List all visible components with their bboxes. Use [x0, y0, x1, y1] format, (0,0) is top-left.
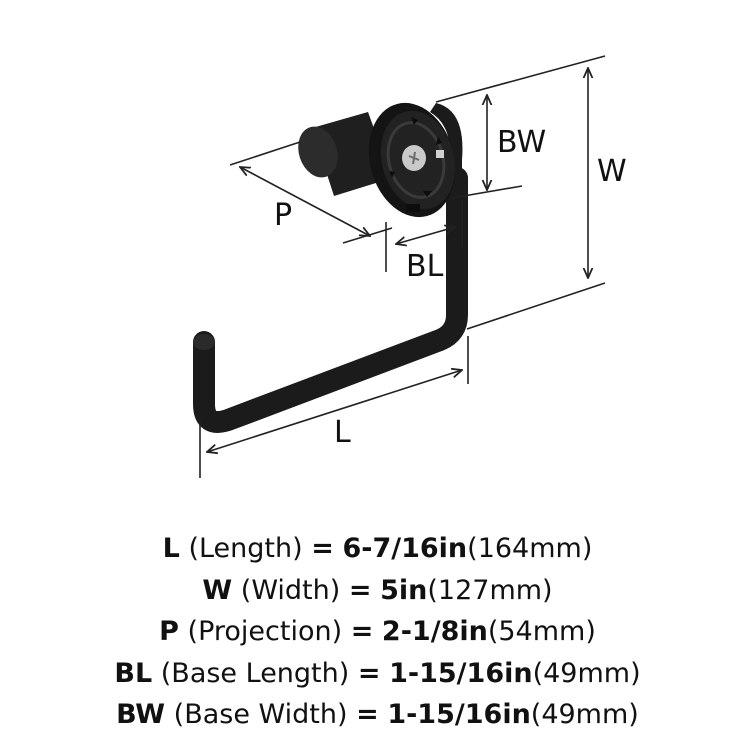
spec-metric: (164mm)	[467, 533, 593, 564]
arm-end-cap	[193, 334, 215, 350]
spec-imperial: 1-15/16in	[387, 699, 531, 730]
spec-imperial: 1-15/16in	[389, 657, 533, 689]
spec-equals: =	[348, 574, 372, 606]
label-w: W	[597, 154, 627, 189]
spec-row-projection: P (Projection) = 2-1/8in(54mm)	[0, 611, 755, 653]
spec-row-length: L (Length) = 6-7/16in(164mm)	[0, 528, 755, 570]
dimension-lines	[199, 55, 606, 478]
spec-metric: (49mm)	[532, 657, 641, 689]
spec-row-width: W (Width) = 5in(127mm)	[0, 570, 755, 612]
spec-metric: (49mm)	[530, 699, 639, 730]
label-l: L	[334, 415, 351, 450]
spec-name: (Base Length)	[160, 657, 350, 689]
spec-code: BW	[116, 699, 166, 730]
spec-name: (Base Width)	[173, 699, 348, 730]
spec-code: W	[202, 574, 233, 606]
spec-code: P	[159, 616, 179, 647]
spec-metric: (127mm)	[427, 574, 553, 606]
spec-imperial: 5in	[380, 574, 428, 606]
spec-imperial: 2-1/8in	[381, 616, 488, 647]
spec-equals: =	[356, 699, 379, 730]
spec-name: (Projection)	[187, 616, 343, 647]
product-dimension-diagram: BW W P BL L	[193, 55, 627, 478]
spec-equals: =	[350, 616, 374, 647]
bl-dimension-line	[396, 227, 455, 244]
label-p: P	[274, 198, 292, 233]
spec-code: BL	[114, 657, 153, 689]
mounting-base	[368, 102, 456, 218]
l-dimension-line	[207, 370, 462, 452]
spec-name: (Width)	[240, 574, 341, 606]
label-bw: BW	[497, 125, 546, 160]
spec-metric: (54mm)	[487, 616, 596, 647]
spec-row-base-width: BW (Base Width) = 1-15/16in(49mm)	[0, 694, 755, 736]
spec-row-base-length: BL (Base Length) = 1-15/16in(49mm)	[0, 653, 755, 695]
spec-equals: =	[357, 657, 381, 689]
dimension-specs: L (Length) = 6-7/16in(164mm) W (Width) =…	[0, 528, 755, 736]
spec-name: (Length)	[188, 533, 303, 564]
spec-imperial: 6-7/16in	[342, 533, 468, 564]
spec-code: L	[162, 533, 180, 564]
spec-equals: =	[311, 533, 334, 564]
p-dimension-line	[240, 167, 370, 236]
label-bl: BL	[406, 249, 444, 284]
